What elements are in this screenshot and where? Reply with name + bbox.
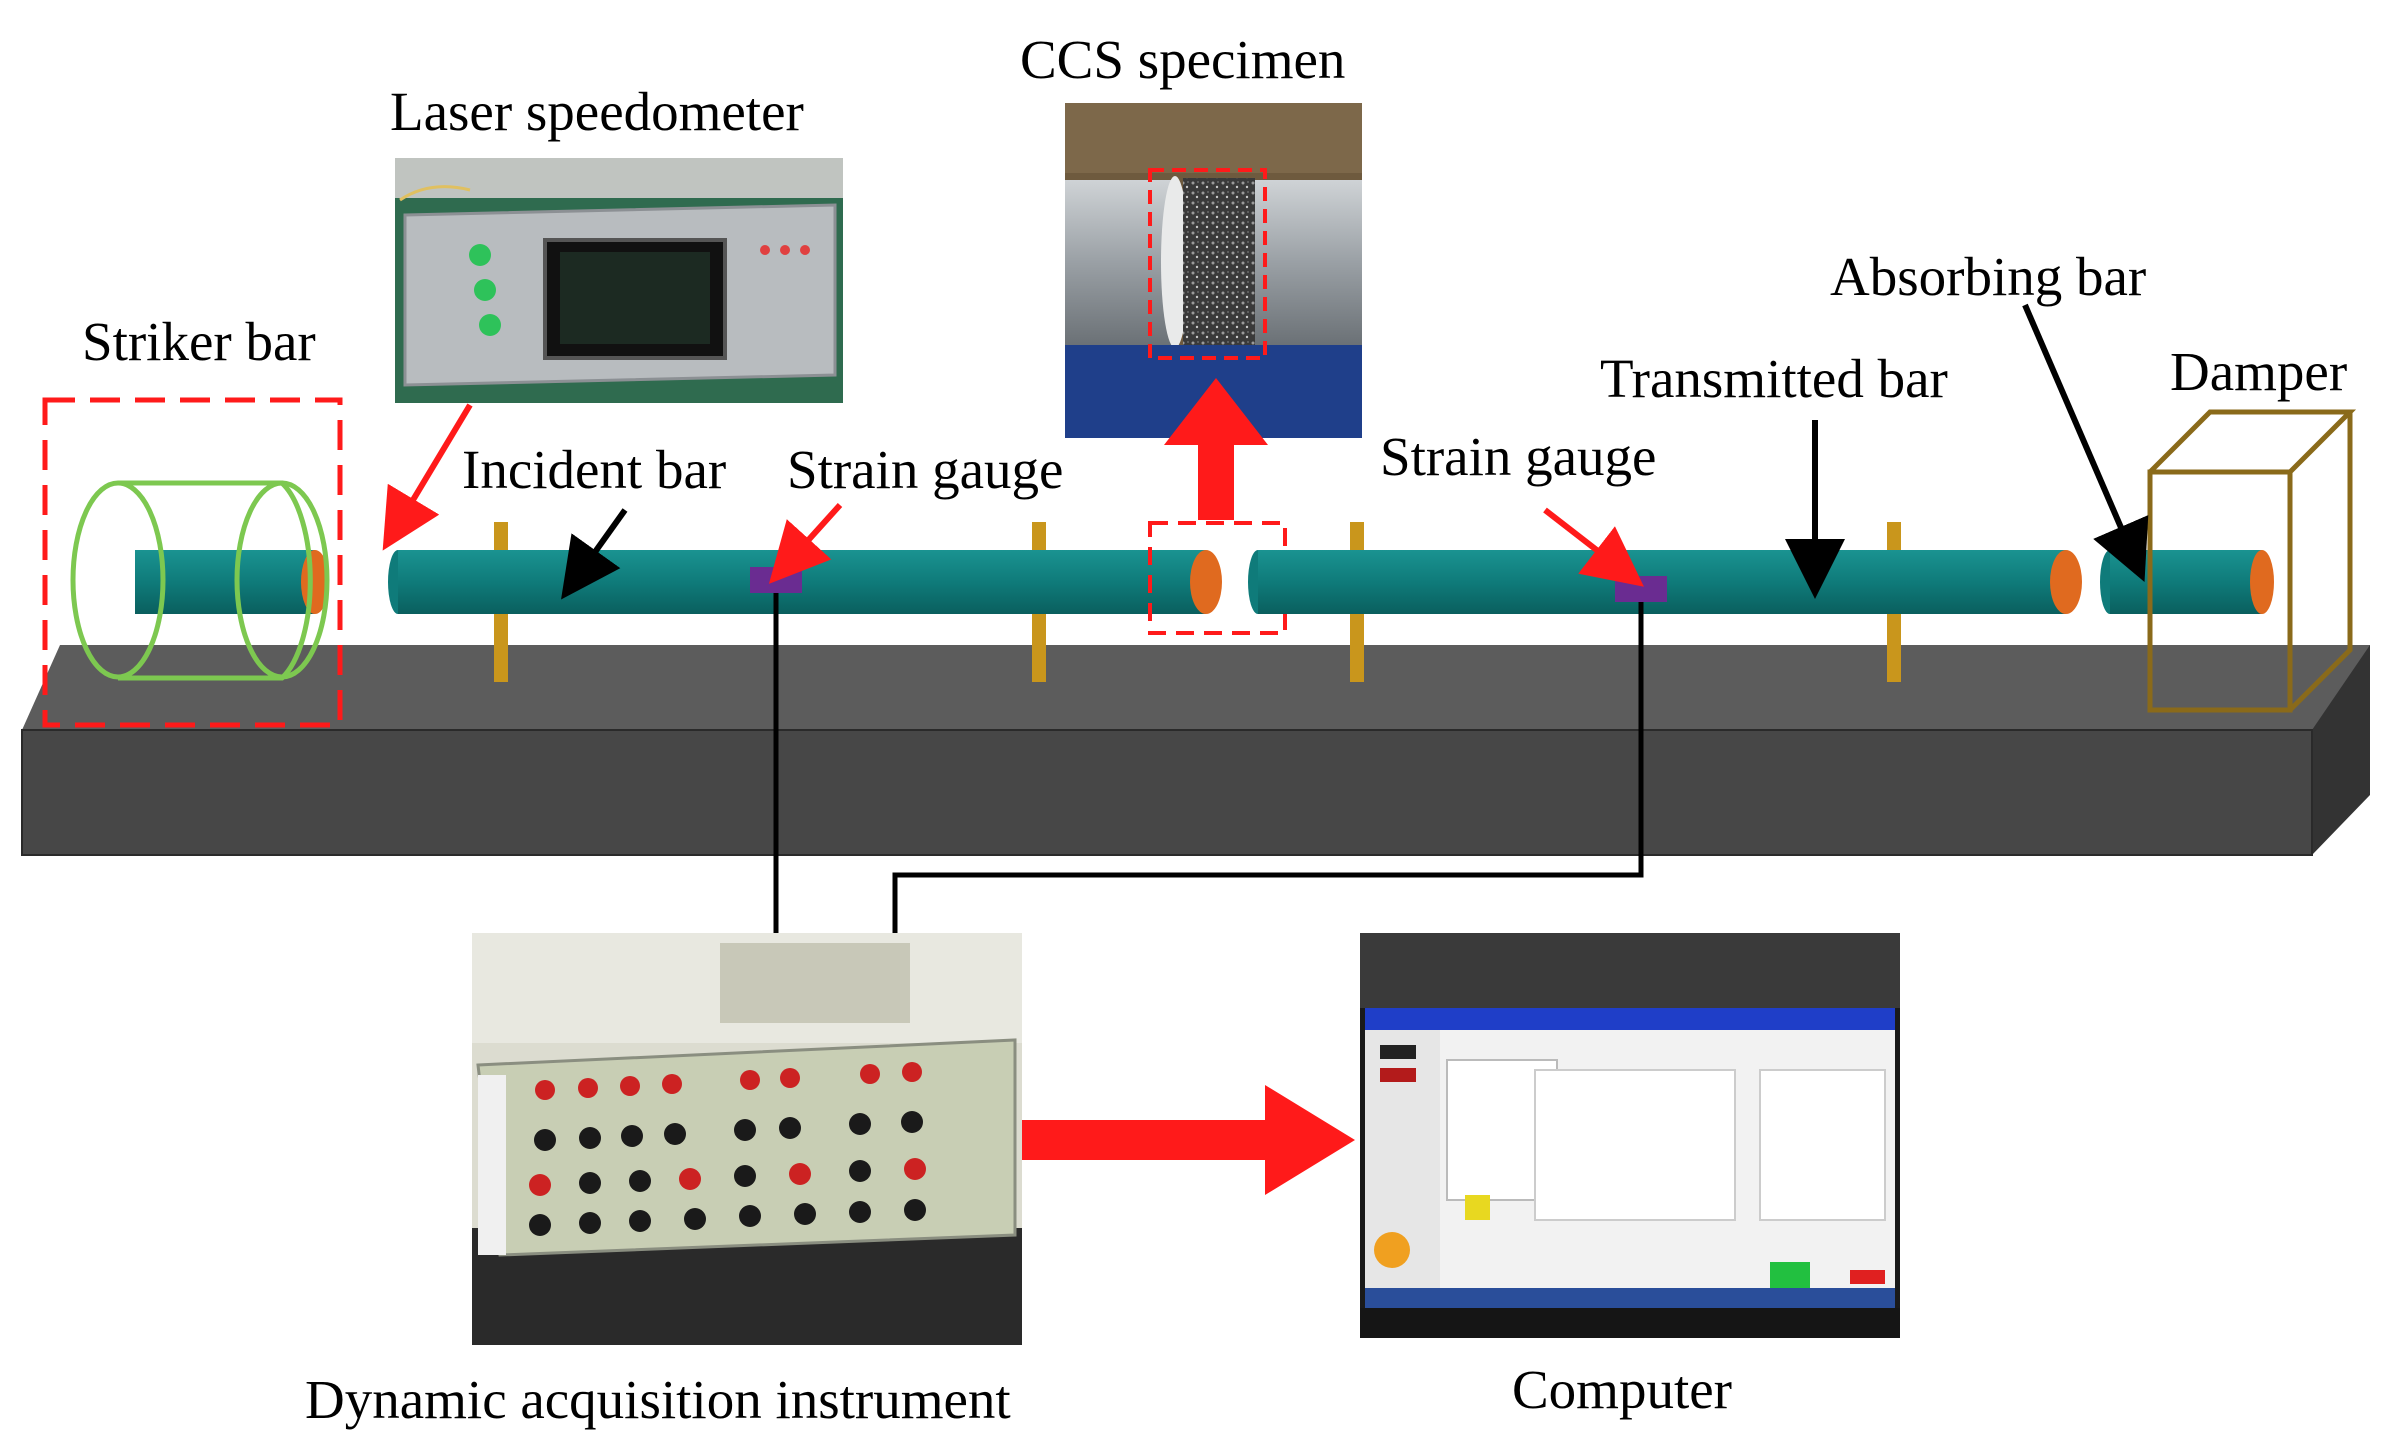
- speedometer-led-1: [760, 245, 770, 255]
- speedometer-button-3: [479, 314, 501, 336]
- striker-tube: [118, 480, 313, 681]
- speedometer-led-2: [780, 245, 790, 255]
- label-computer: Computer: [1512, 1359, 1732, 1420]
- computer-top-bg: [1360, 933, 1900, 1008]
- arrow-speedometer: [382, 403, 473, 551]
- strain-gauge-transmitted: [1615, 576, 1667, 602]
- label-ccs-specimen: CCS specimen: [1020, 29, 1345, 90]
- acq-photo-vent: [720, 943, 910, 1023]
- computer-title-bar: [1365, 1008, 1895, 1030]
- computer-grid-icon: [1465, 1195, 1490, 1220]
- acq-handle: [478, 1075, 506, 1255]
- computer-readout-1: [1380, 1045, 1416, 1059]
- label-transmitted-bar: Transmitted bar: [1600, 348, 1948, 409]
- striker-bar: [42, 397, 343, 728]
- specimen-photo-top: [1065, 103, 1362, 173]
- arrow-to-computer: [1022, 1085, 1355, 1195]
- computer-pause-icon: [1374, 1232, 1410, 1268]
- computer-readout-2: [1380, 1068, 1416, 1082]
- computer-red-button: [1850, 1270, 1885, 1284]
- speedometer-button-2: [474, 279, 496, 301]
- platform-top: [22, 645, 2370, 730]
- label-absorbing-bar: Absorbing bar: [1830, 246, 2146, 307]
- specimen-left-face: [1161, 176, 1189, 348]
- dynamic-acquisition-photo: [472, 933, 1022, 1345]
- label-laser-speedometer: Laser speedometer: [390, 81, 804, 142]
- damper: [2147, 409, 2357, 713]
- strain-gauge-incident: [750, 567, 802, 593]
- striker-tube-back: [234, 480, 330, 680]
- arrow-strain-gauge-1: [768, 502, 843, 584]
- acq-knobs: [529, 1062, 926, 1236]
- transmitted-bar-end: [2050, 550, 2082, 614]
- computer-bottom-bezel: [1360, 1308, 1900, 1338]
- arrow-incident-bar: [561, 508, 628, 600]
- label-striker-bar: Striker bar: [82, 311, 316, 372]
- incident-bar: [388, 550, 1222, 614]
- computer-plot-2: [1759, 1069, 1886, 1221]
- striker-tube-front: [70, 480, 166, 680]
- arrow-strain-gauge-2: [1543, 507, 1644, 587]
- label-strain-gauge-1: Strain gauge: [787, 439, 1063, 500]
- specimen-rock: [1183, 178, 1255, 346]
- damper-side: [2288, 412, 2353, 712]
- striker-dashed-box: [42, 397, 343, 728]
- computer-photo: [1360, 933, 1900, 1338]
- computer-plot-1: [1534, 1069, 1736, 1221]
- arrow-specimen-zoom: [1164, 378, 1268, 520]
- label-strain-gauge-2: Strain gauge: [1380, 426, 1656, 487]
- specimen-location-box: [1148, 521, 1287, 635]
- label-damper: Damper: [2170, 341, 2347, 402]
- label-dynamic-acquisition: Dynamic acquisition instrument: [305, 1369, 1011, 1430]
- platform-front: [21, 729, 2313, 856]
- speedometer-led-3: [800, 245, 810, 255]
- speedometer-cable: [399, 185, 471, 202]
- speedometer-screen-inner: [560, 252, 710, 344]
- incident-bar-end: [1190, 550, 1222, 614]
- platform-side: [2312, 645, 2370, 855]
- specimen-right-bar: [1255, 180, 1362, 345]
- laser-speedometer-photo: [395, 158, 843, 403]
- absorbing-bar: [2100, 550, 2274, 614]
- computer-taskbar: [1365, 1288, 1895, 1308]
- arrow-absorbing-bar: [2022, 303, 2149, 583]
- platform: [21, 645, 2370, 856]
- damper-top: [2148, 409, 2357, 474]
- absorbing-bar-end: [2250, 550, 2274, 614]
- specimen-left-bar: [1065, 180, 1175, 345]
- speedometer-wall: [395, 158, 843, 198]
- specimen-photo-dashed-box: [1148, 168, 1267, 360]
- label-incident-bar: Incident bar: [462, 439, 726, 500]
- speedometer-button-1: [469, 244, 491, 266]
